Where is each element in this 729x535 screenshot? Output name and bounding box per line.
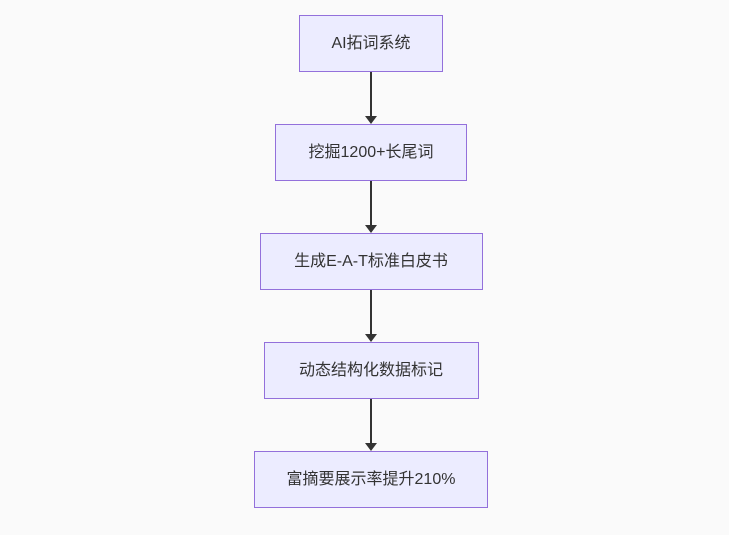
flow-node-label: AI拓词系统	[331, 34, 411, 52]
flow-node-longtail-mining: 挖掘1200+长尾词	[275, 124, 467, 181]
arrow-down-icon	[365, 225, 377, 233]
flow-node-ai-keyword-system: AI拓词系统	[299, 15, 443, 72]
arrow-2	[365, 181, 377, 233]
arrow-down-icon	[365, 116, 377, 124]
flow-node-label: 动态结构化数据标记	[298, 361, 443, 379]
arrow-line	[370, 181, 372, 225]
flowchart: AI拓词系统 挖掘1200+长尾词 生成E-A-T标准白皮书 动态结构化数据标记	[254, 15, 488, 508]
arrow-line	[370, 399, 372, 443]
arrow-line	[370, 290, 372, 334]
flow-node-label: 生成E-A-T标准白皮书	[294, 252, 448, 270]
flow-node-eat-whitepaper: 生成E-A-T标准白皮书	[259, 233, 483, 290]
flow-node-label: 挖掘1200+长尾词	[308, 143, 434, 161]
flow-node-rich-snippet-result: 富摘要展示率提升210%	[254, 451, 488, 508]
flow-node-label: 富摘要展示率提升210%	[286, 470, 456, 488]
arrow-down-icon	[365, 443, 377, 451]
arrow-line	[370, 72, 372, 116]
arrow-down-icon	[365, 334, 377, 342]
arrow-3	[365, 290, 377, 342]
arrow-4	[365, 399, 377, 451]
arrow-1	[365, 72, 377, 124]
flow-node-structured-data: 动态结构化数据标记	[263, 342, 479, 399]
